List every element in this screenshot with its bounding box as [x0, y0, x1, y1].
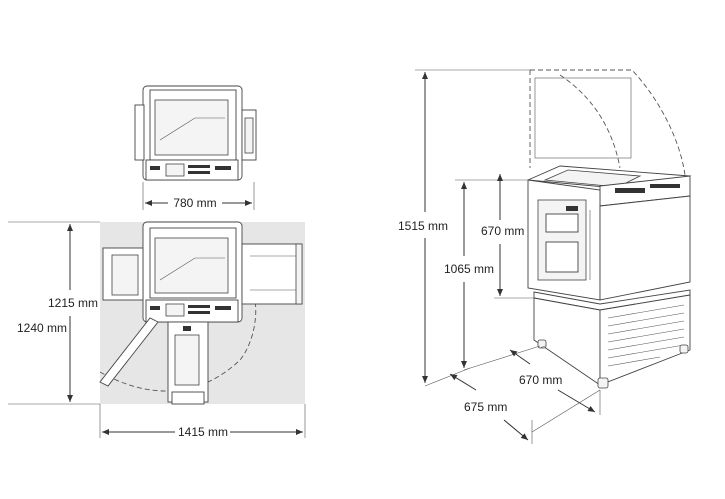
top-view-keys — [215, 166, 231, 170]
top-view-platen — [154, 99, 229, 156]
dim-670-lower: 670 mm — [509, 349, 601, 415]
footprint-view — [99, 221, 305, 405]
top-view-keys — [188, 171, 210, 174]
top-view-machine — [134, 85, 257, 181]
footprint-open-cover — [99, 317, 159, 387]
footprint-panel-display — [165, 303, 185, 317]
dim-1415: 1415 mm — [99, 404, 306, 439]
stand-vents — [607, 304, 685, 367]
top-view-right-tray-inner — [244, 117, 254, 154]
dim-670-upper: 670 mm — [481, 174, 534, 299]
footprint-paper-line — [159, 257, 225, 281]
top-view-keys — [188, 165, 210, 168]
dim-1240: 1240 mm — [8, 221, 100, 405]
control-panel-display — [615, 188, 645, 193]
top-view-panel-display — [165, 163, 185, 177]
footprint-receiving-tray — [241, 243, 303, 305]
dim-1065: 1065 mm — [444, 179, 528, 368]
dim-670-upper-label: 670 mm — [481, 224, 524, 238]
footprint-platen — [154, 237, 229, 294]
dim-670-lower-label: 670 mm — [519, 373, 562, 387]
caster — [679, 344, 689, 354]
dim-1215: 1215 mm — [48, 221, 100, 402]
stand-side — [599, 294, 691, 386]
caster — [537, 339, 547, 349]
dim-780: 780 mm — [142, 182, 255, 210]
open-lid-glass — [534, 77, 632, 159]
ground-lines — [424, 345, 546, 387]
dim-1515: 1515 mm — [398, 69, 530, 383]
top-view-key — [150, 166, 160, 170]
dim-1415-label: 1415 mm — [178, 425, 228, 439]
perspective-machine — [527, 69, 692, 389]
dim-1515-label: 1515 mm — [398, 219, 448, 233]
machine-scanner-glass — [543, 169, 642, 188]
footprint-drum-handle — [171, 391, 205, 405]
caster — [597, 377, 609, 389]
dim-780-label: 780 mm — [173, 196, 216, 210]
machine-side — [599, 195, 691, 301]
dim-675: 675 mm — [449, 373, 601, 444]
footprint-drum — [174, 334, 200, 386]
dim-1240-label: 1240 mm — [17, 321, 67, 335]
dim-1215-label: 1215 mm — [48, 296, 98, 310]
footprint-swing-arc — [99, 299, 257, 392]
footprint-tray-end — [295, 243, 303, 305]
top-view-paper-line — [159, 117, 225, 141]
dim-675-label: 675 mm — [464, 400, 507, 414]
top-view-left-tray — [134, 104, 145, 161]
dim-1065-label: 1065 mm — [444, 262, 494, 276]
open-lid-outline — [530, 69, 686, 176]
footprint-feed-tray-inner — [111, 254, 139, 296]
